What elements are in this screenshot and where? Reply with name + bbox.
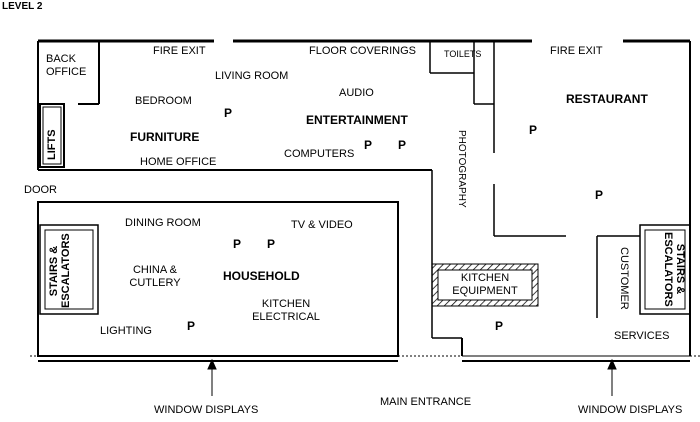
back-office-label: BACK OFFICE [46,53,87,78]
p-marker: P [267,237,276,251]
kitchen-equipment-label: KITCHEN EQUIPMENT [452,272,518,297]
floor-coverings-label: FLOOR COVERINGS [309,45,416,57]
p-marker: P [595,188,604,202]
entertainment-label: ENTERTAINMENT [306,113,408,127]
stairs-right-label: STAIRS & ESCALATORS [662,232,686,307]
p-marker: P [224,106,233,120]
toilets-label: TOILETS [444,49,482,59]
customer-label: CUSTOMER [618,247,630,310]
kitchen-electrical-label: KITCHEN ELECTRICAL [252,298,320,323]
china-cutlery-label: CHINA & CUTLERY [129,264,181,289]
household-label: HOUSEHOLD [223,269,300,283]
living-room-label: LIVING ROOM [215,70,289,82]
tv-video-label: TV & VIDEO [291,219,353,231]
audio-label: AUDIO [339,87,374,99]
photography-label: PHOTOGRAPHY [456,130,467,208]
fire-exit-left-label: FIRE EXIT [153,45,206,57]
services-label: SERVICES [614,330,670,342]
bedroom-label: BEDROOM [135,95,192,107]
furniture-label: FURNITURE [130,130,200,144]
p-marker: P [233,237,242,251]
p-marker: P [187,319,196,333]
lifts-label: LIFTS [46,129,58,160]
lighting-label: LIGHTING [100,325,152,337]
dining-room-label: DINING ROOM [125,217,201,229]
stairs-left-box [39,224,99,315]
stairs-right-box [639,224,691,315]
fire-exit-right-label: FIRE EXIT [550,45,603,57]
p-marker: P [364,138,373,152]
door-label: DOOR [24,184,57,196]
window-displays-left-label: WINDOW DISPLAYS [154,404,259,416]
p-marker: P [398,138,407,152]
restaurant-label: RESTAURANT [566,92,648,106]
stairs-left-label: STAIRS & ESCALATORS [48,233,72,308]
computers-label: COMPUTERS [284,148,355,160]
home-office-label: HOME OFFICE [140,156,217,168]
main-entrance-label: MAIN ENTRANCE [380,396,472,408]
lifts-box [39,103,65,168]
p-marker: P [495,319,504,333]
window-displays-right-label: WINDOW DISPLAYS [578,404,683,416]
page-title: LEVEL 2 [2,1,43,12]
p-marker: P [529,123,538,137]
